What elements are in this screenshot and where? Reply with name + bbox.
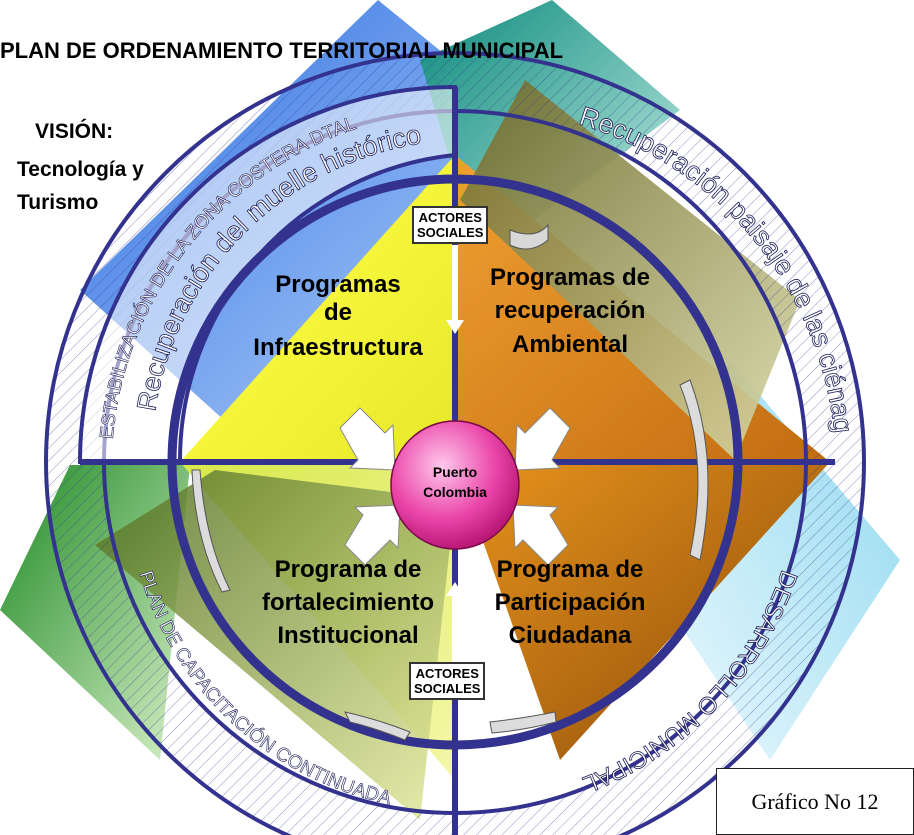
panel-olive-top-right — [460, 80, 800, 460]
program-bottom-right-line3: Ciudadana — [509, 622, 632, 649]
vision-line1: Tecnología y — [17, 158, 144, 181]
center-label-line1: Puerto — [433, 464, 477, 480]
program-top-left-line1: Programas — [275, 271, 400, 298]
program-top-right-line2: recuperación — [495, 297, 646, 324]
block-arrow-upper-right — [514, 407, 571, 471]
program-top-left-line3: Infraestructura — [253, 334, 423, 361]
program-bottom-left-line1: Programa de — [275, 556, 422, 583]
actors-top-line1: ACTORES — [418, 210, 482, 225]
arrow-down-top — [446, 245, 464, 334]
vision-label: VISIÓN: — [35, 120, 114, 143]
actors-bottom-line1: ACTORES — [415, 666, 479, 681]
actors-bottom-line2: SOCIALES — [414, 681, 481, 696]
center-arrows — [339, 407, 571, 566]
quadrant-top-left-fill — [180, 155, 455, 462]
vision-line2: Turismo — [17, 191, 99, 214]
program-bottom-left-line3: Institucional — [277, 622, 418, 649]
program-bottom-right-line2: Participación — [495, 589, 646, 616]
program-bottom-left-line2: fortalecimiento — [262, 589, 434, 616]
figure-caption: Gráfico No 12 — [716, 768, 914, 835]
curved-arrow-top — [509, 223, 549, 250]
program-top-right-line3: Ambiental — [512, 331, 628, 358]
actors-box-top: ACTORES SOCIALES — [412, 206, 489, 244]
program-top-left-line2: de — [324, 299, 352, 326]
block-arrow-lower-left — [344, 504, 401, 566]
curved-arrow-bottom-left — [344, 711, 411, 741]
arrow-up-bottom — [446, 582, 464, 662]
program-top-right-line1: Programas de — [490, 264, 650, 291]
page-title: PLAN DE ORDENAMIENTO TERRITORIAL MUNICIP… — [0, 38, 564, 63]
actors-box-bottom: ACTORES SOCIALES — [409, 662, 486, 700]
block-arrow-lower-right — [512, 504, 569, 566]
block-arrow-upper-left — [339, 407, 396, 471]
center-circle — [390, 420, 520, 550]
program-bottom-right-line1: Programa de — [497, 556, 644, 583]
center-label-line2: Colombia — [423, 484, 487, 500]
curved-arrow-left — [191, 469, 231, 593]
curved-arrow-bottom-right — [489, 711, 557, 734]
curved-arrow-right — [679, 379, 709, 561]
actors-top-line2: SOCIALES — [417, 225, 484, 240]
